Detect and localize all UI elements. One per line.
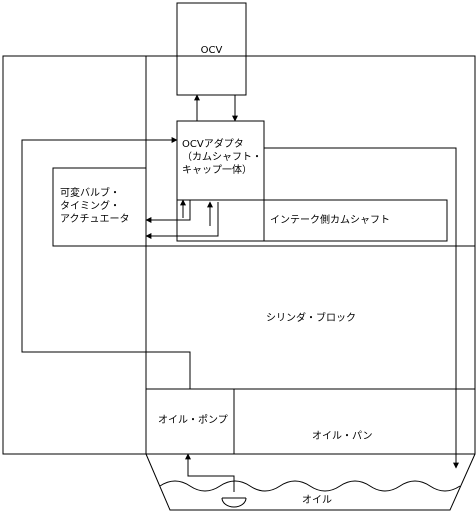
oil-label: オイル [302,495,332,506]
actuator-box [52,167,147,247]
pump-suction-line [185,453,235,492]
cylinder-head-box [2,55,476,455]
oil-surface-wave [159,480,461,492]
actuator-retard-line [145,202,219,239]
actuator-advance-line [145,200,191,223]
oil-pump-label: オイル・ポンプ [158,415,228,426]
actuator-label-1: 可変バルブ・ [60,188,120,199]
oil-pan-label: オイル・パン [312,431,373,442]
ocv-adapter-label-3: キャップ一体） [182,165,252,176]
intake-camshaft-label: インテーク側カムシャフト [270,215,390,226]
ocv-adapter-label-2: （カムシャフト・ [182,152,262,163]
ocv-box [176,2,247,96]
oil-strainer [221,497,247,508]
ocv-label: OCV [200,45,223,56]
ocv-adapter-label-1: OCVアダプタ [182,139,244,150]
return-to-pan-line [264,147,459,469]
oil-pan-outline [145,453,476,511]
cylinder-block-label: シリンダ・ブロック [266,313,356,324]
pump-supply-line [21,137,191,389]
actuator-label-3: アクチュエータ [60,214,130,225]
actuator-label-2: タイミング・ [60,201,120,212]
